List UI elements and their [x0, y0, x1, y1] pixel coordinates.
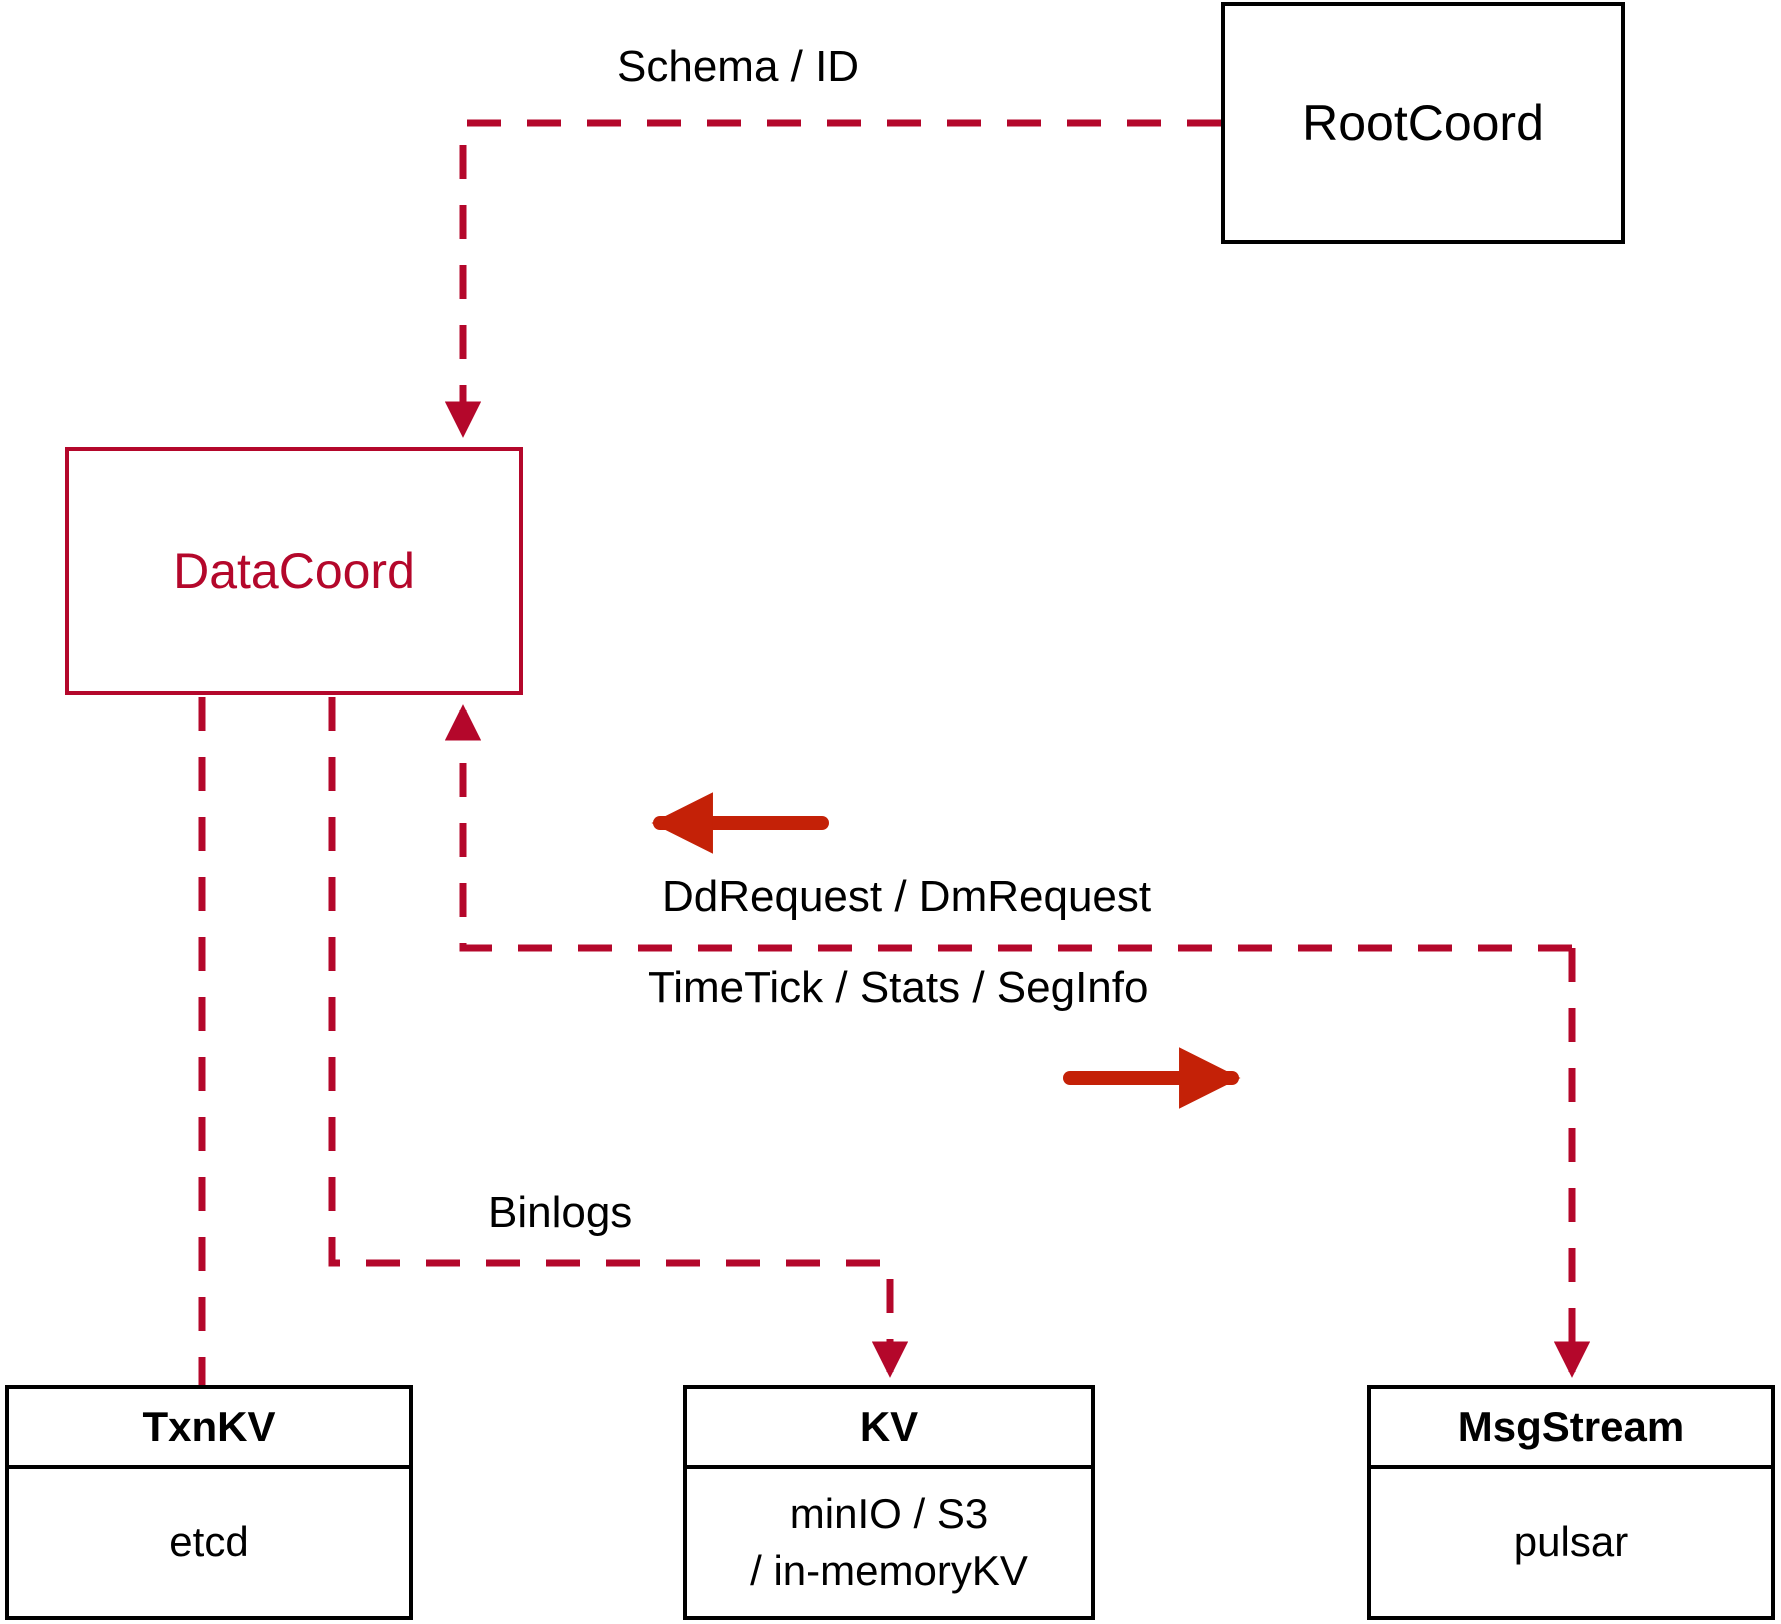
- node-txnkv-body: etcd: [9, 1469, 409, 1616]
- edge-label-timetick-stats-seginfo: TimeTick / Stats / SegInfo: [648, 963, 1149, 1012]
- node-datacoord-label: DataCoord: [173, 543, 415, 599]
- node-msgstream-body: pulsar: [1371, 1469, 1771, 1616]
- node-kv-header: KV: [687, 1389, 1091, 1469]
- node-rootcoord[interactable]: RootCoord: [1221, 2, 1625, 244]
- edge-datacoord-to-kv: [328, 697, 909, 1378]
- node-txnkv-header: TxnKV: [9, 1389, 409, 1469]
- node-msgstream-header: MsgStream: [1371, 1389, 1771, 1469]
- node-txnkv-body-line: etcd: [169, 1518, 249, 1566]
- node-kv[interactable]: KV minIO / S3 / in-memoryKV: [683, 1385, 1095, 1620]
- node-rootcoord-label: RootCoord: [1302, 95, 1544, 151]
- node-txnkv[interactable]: TxnKV etcd: [5, 1385, 413, 1620]
- edge-label-dd-dm-request: DdRequest / DmRequest: [662, 872, 1152, 921]
- node-datacoord[interactable]: DataCoord: [65, 447, 523, 695]
- node-kv-body: minIO / S3 / in-memoryKV: [687, 1469, 1091, 1616]
- node-msgstream-body-line: pulsar: [1513, 1518, 1629, 1566]
- edge-label-schema-id: Schema / ID: [617, 42, 860, 91]
- node-msgstream[interactable]: MsgStream pulsar: [1367, 1385, 1775, 1620]
- node-kv-body-line-1: minIO / S3: [789, 1489, 989, 1537]
- edge-label-binlogs: Binlogs: [488, 1188, 633, 1237]
- node-kv-body-line-2: / in-memoryKV: [750, 1546, 1028, 1594]
- edge-msgstream-to-datacoord: [444, 704, 1572, 952]
- edge-rootcoord-to-datacoord: [444, 119, 1221, 438]
